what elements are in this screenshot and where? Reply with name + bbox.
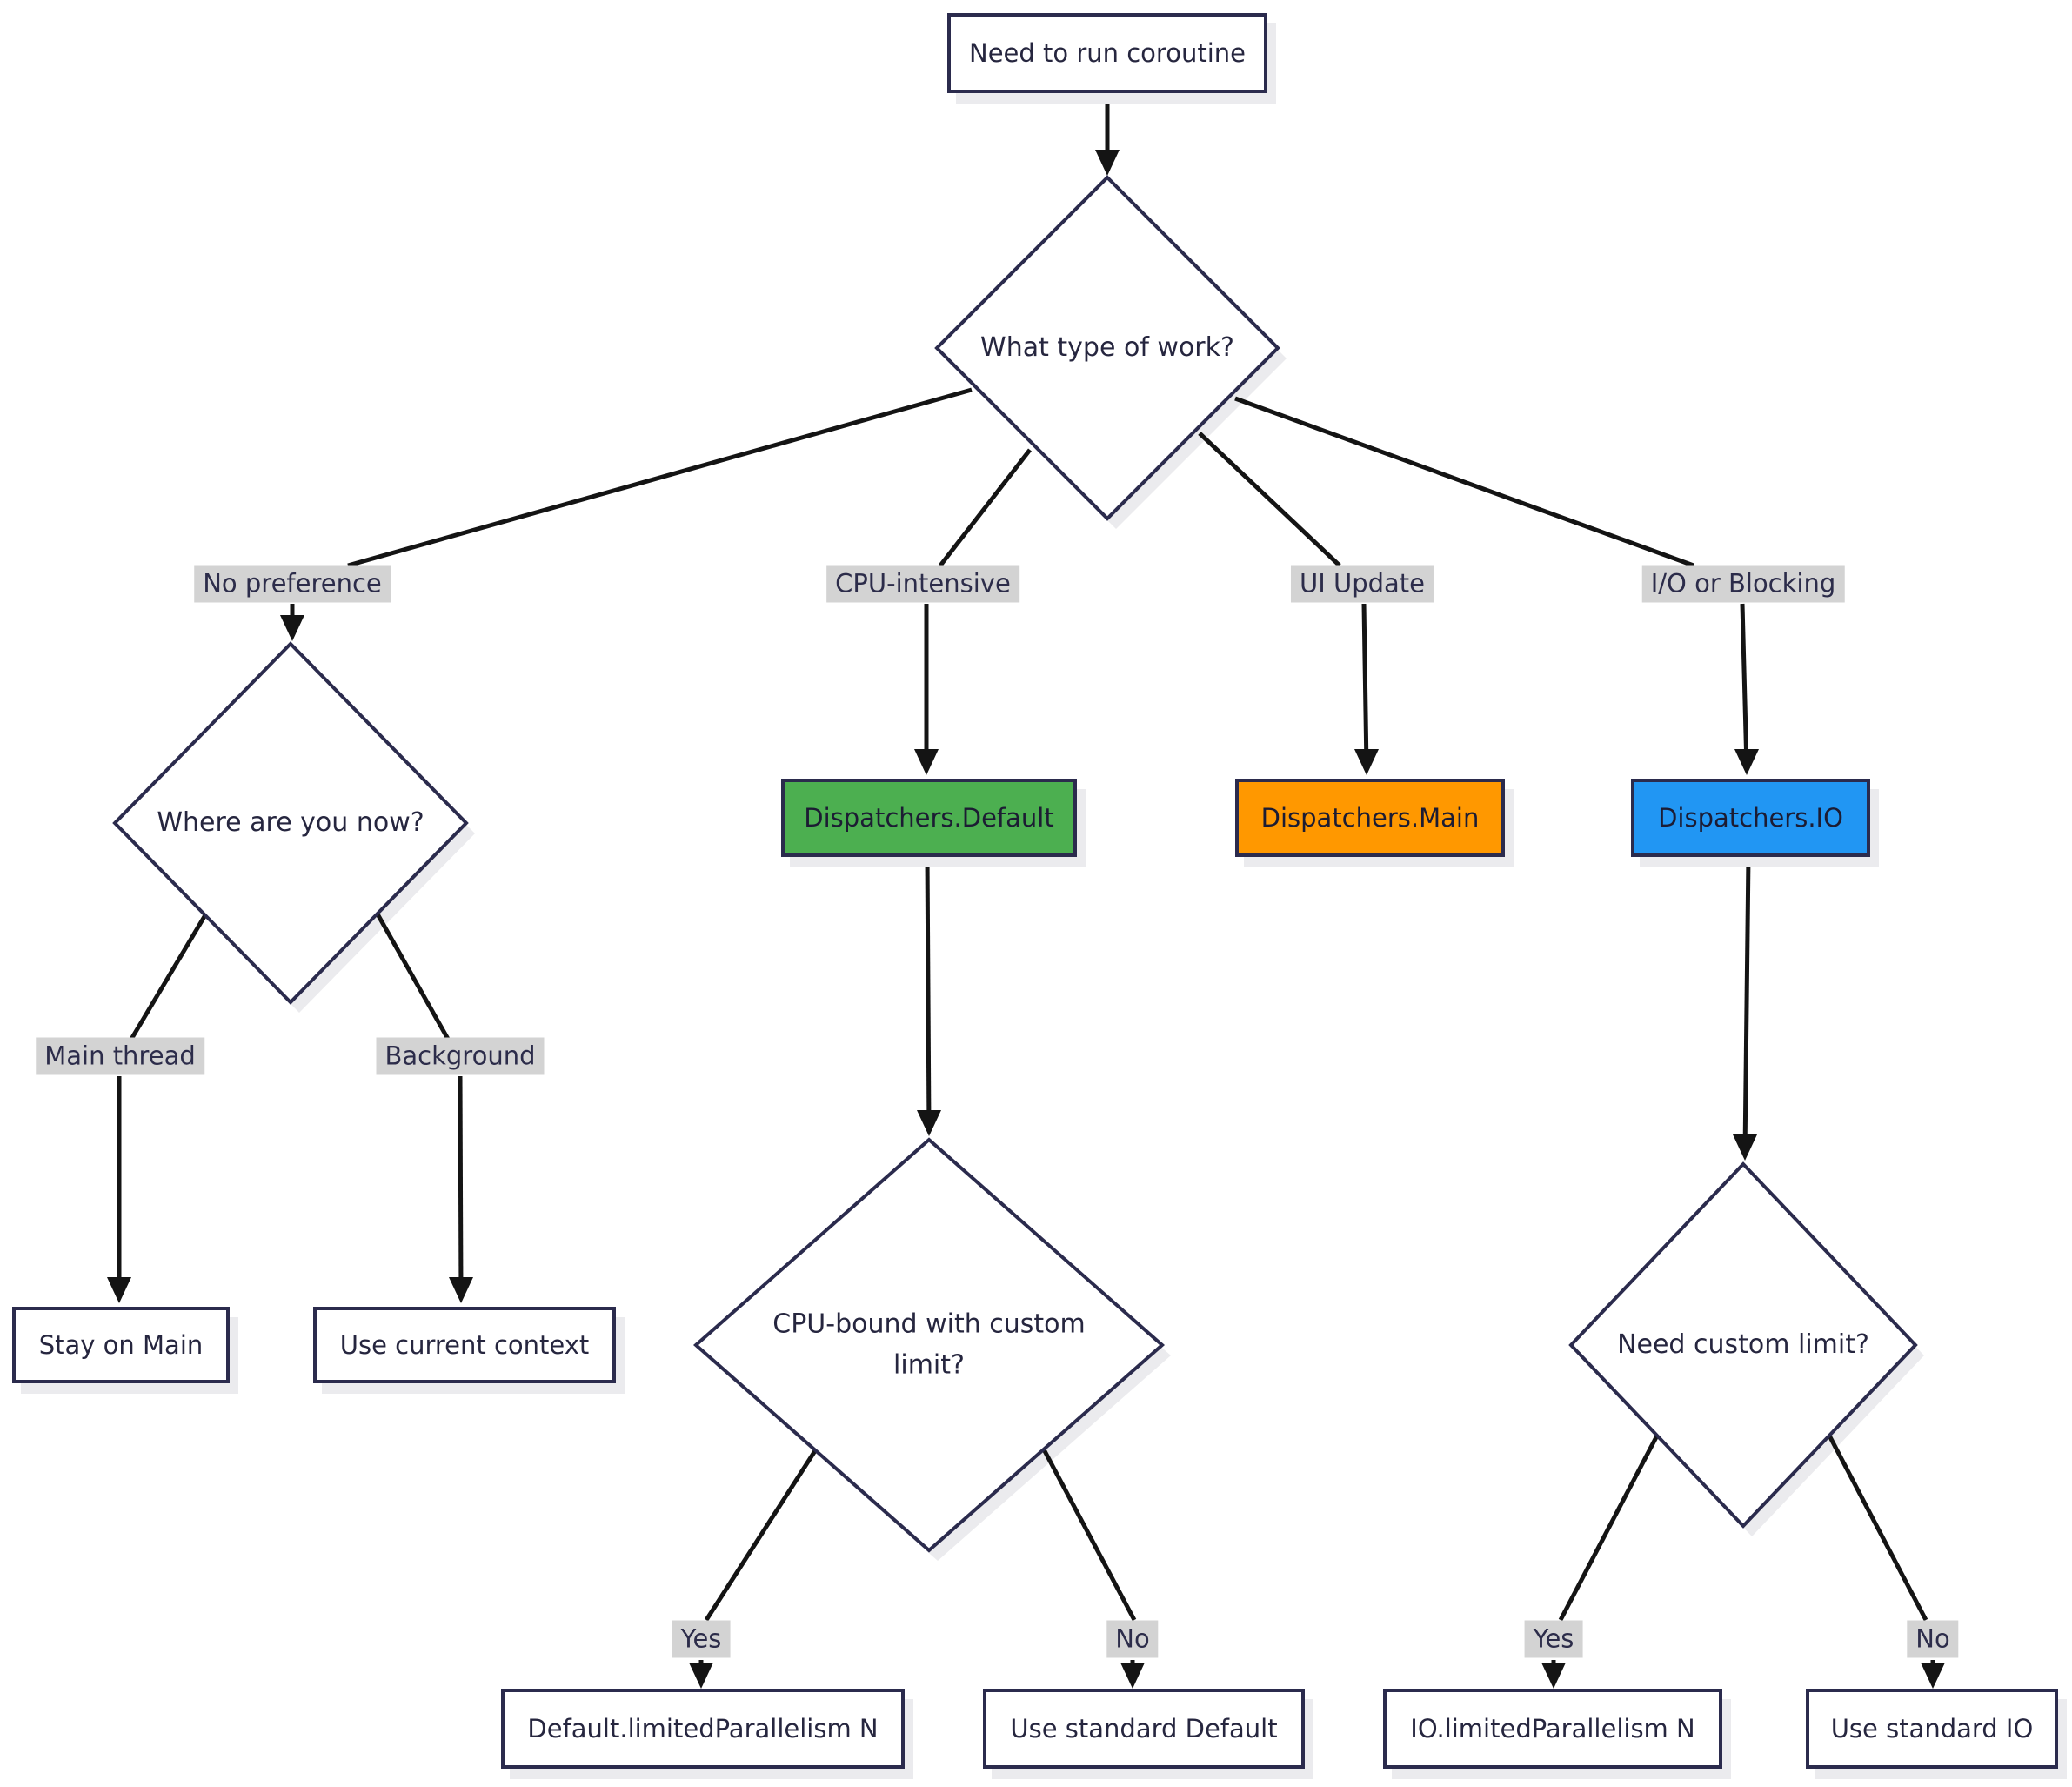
node-use-current-context: Use current context — [313, 1307, 616, 1383]
decision-where-now-label: Where are you now? — [157, 806, 424, 838]
decision-diamonds — [112, 175, 1918, 1553]
edge-label-ui-update: UI Update — [1290, 565, 1434, 603]
decision-need-custom-limit-label: Need custom limit? — [1617, 1329, 1869, 1360]
node-dispatchers-io: Dispatchers.IO — [1631, 779, 1870, 857]
node-dispatchers-default: Dispatchers.Default — [781, 779, 1077, 857]
node-use-standard-io: Use standard IO — [1806, 1689, 2058, 1769]
diamond-need-custom-limit — [1568, 1161, 1918, 1529]
node-use-standard-default: Use standard Default — [983, 1689, 1305, 1769]
edge-lines — [117, 93, 1935, 1681]
diamond-cpu-bound-limit — [692, 1137, 1166, 1553]
diamond-where-now — [112, 641, 469, 1005]
diamond-work-type — [934, 175, 1280, 521]
edge-label-cpu-no: No — [1106, 1620, 1159, 1658]
node-stay-on-main: Stay on Main — [12, 1307, 230, 1383]
decision-work-type-label: What type of work? — [980, 331, 1234, 363]
edge-label-io-yes: Yes — [1524, 1620, 1583, 1658]
edge-label-no-preference: No preference — [194, 565, 391, 603]
edge-label-cpu-intensive: CPU-intensive — [826, 565, 1019, 603]
edge-label-io-or-blocking: I/O or Blocking — [1641, 565, 1845, 603]
edge-label-cpu-yes: Yes — [672, 1620, 731, 1658]
node-default-limited-parallelism: Default.limitedParallelism N — [501, 1689, 905, 1769]
node-io-limited-parallelism: IO.limitedParallelism N — [1383, 1689, 1722, 1769]
edge-label-main-thread: Main thread — [36, 1037, 204, 1075]
node-start: Need to run coroutine — [947, 13, 1267, 93]
arrowheads — [107, 150, 1945, 1689]
edge-label-background: Background — [376, 1037, 545, 1075]
node-dispatchers-main: Dispatchers.Main — [1235, 779, 1505, 857]
edge-label-io-no: No — [1907, 1620, 1959, 1658]
decision-cpu-bound-limit-label: CPU-bound with custom limit? — [772, 1308, 1086, 1381]
